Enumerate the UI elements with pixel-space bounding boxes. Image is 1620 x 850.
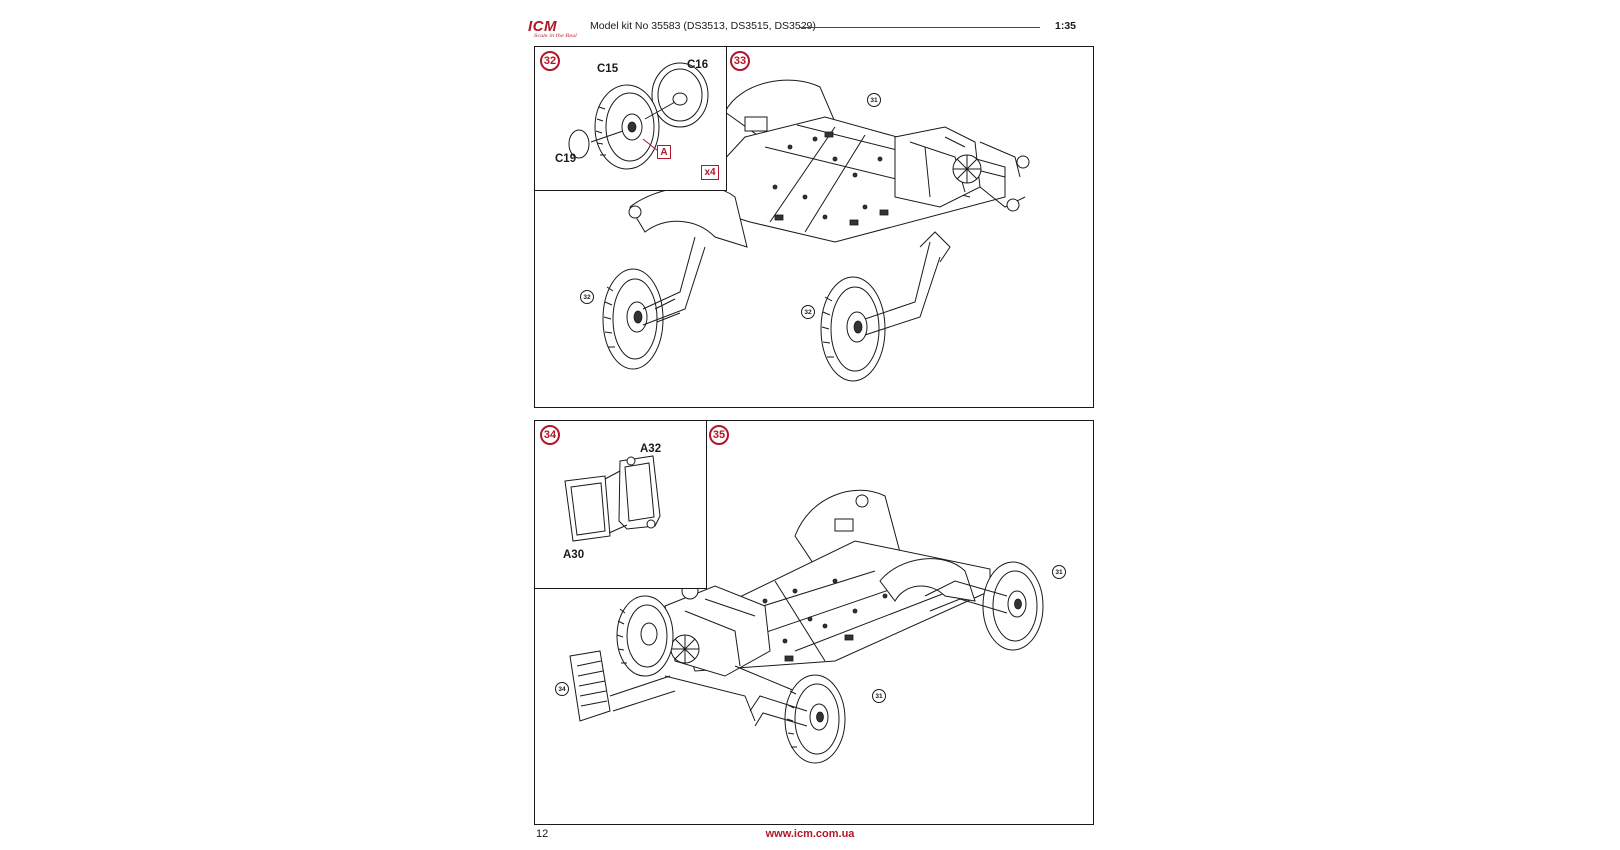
paint-callout-a: A bbox=[657, 145, 671, 159]
icm-logo: ICM Scale in the Real bbox=[528, 18, 588, 39]
step-32-number: 32 bbox=[540, 51, 560, 71]
website-link[interactable]: www.icm.com.ua bbox=[765, 828, 855, 840]
wheel-assembly-drawing bbox=[568, 62, 709, 170]
step-33-number: 33 bbox=[730, 51, 750, 71]
quantity-x4: x4 bbox=[701, 165, 719, 180]
panel-steps-34-35: 34 A32 A30 35 31 31 34 bbox=[534, 420, 1094, 825]
kit-title: Model kit No 35583 (DS3513, DS3515, DS35… bbox=[590, 20, 816, 32]
step-34-number: 34 bbox=[540, 425, 560, 445]
ref-32-right: 32 bbox=[801, 305, 815, 319]
ref-32-left: 32 bbox=[580, 290, 594, 304]
part-a32-label: A32 bbox=[640, 443, 662, 455]
panel-steps-32-33: 32 C15 C16 C19 A x4 33 31 32 32 bbox=[534, 46, 1094, 408]
logo-tagline: Scale in the Real bbox=[534, 33, 577, 39]
ref-31-top: 31 bbox=[867, 93, 881, 107]
radiator-assembly-drawing bbox=[564, 455, 661, 542]
inset-step-32: 32 C15 C16 C19 A x4 bbox=[535, 47, 727, 191]
chassis-drawing-step-33 bbox=[602, 79, 1030, 382]
part-c19-label: C19 bbox=[555, 153, 577, 165]
chassis-drawing-step-35 bbox=[569, 489, 1044, 764]
ref-34: 34 bbox=[555, 682, 569, 696]
ref-31-front: 31 bbox=[872, 689, 886, 703]
part-c16-label: C16 bbox=[687, 59, 709, 71]
header-rule bbox=[800, 27, 1040, 28]
inset-step-34: 34 A32 A30 bbox=[535, 421, 707, 589]
page-number: 12 bbox=[536, 828, 549, 840]
logo-text: ICM bbox=[528, 18, 557, 35]
part-a30-label: A30 bbox=[563, 549, 585, 561]
ref-31-rear: 31 bbox=[1052, 565, 1066, 579]
scale-label: 1:35 bbox=[1055, 20, 1077, 32]
step-35-number: 35 bbox=[709, 425, 729, 445]
part-c15-label: C15 bbox=[597, 63, 619, 75]
